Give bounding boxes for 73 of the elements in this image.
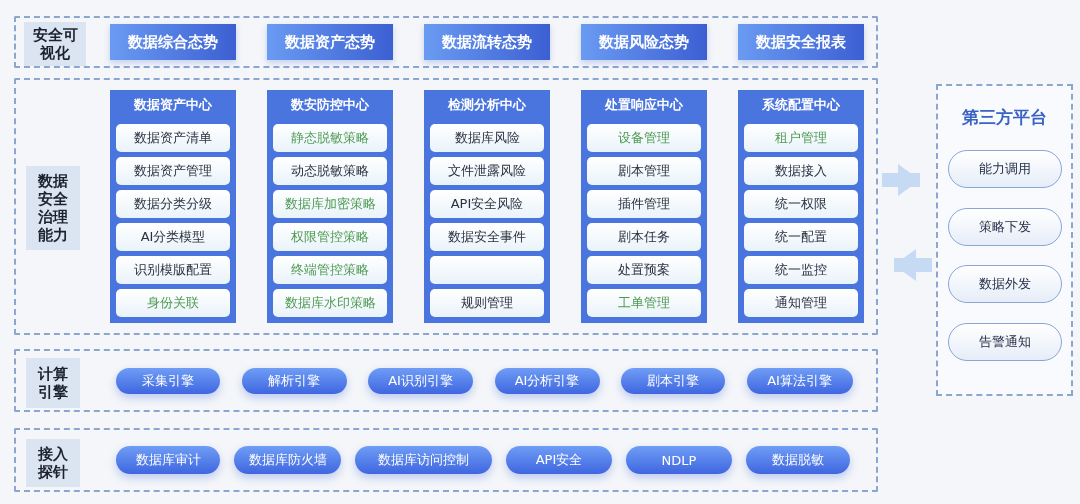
function-item: 处置预案 [587,256,701,284]
flow-arrow [894,249,932,281]
function-item: 数据库加密策略 [273,190,387,218]
capability-pill: 告警通知 [947,322,1062,361]
column-heading: 系统配置中心 [761,96,841,114]
function-item: 剧本任务 [587,223,701,251]
function-item: 数据资产清单 [116,124,230,152]
function-item: 终端管控策略 [273,256,387,284]
module-column [267,90,393,323]
layer-label: 接入探针 [26,439,80,487]
component-pill: AI分析引擎 [494,367,600,394]
function-item: 数据库风险 [430,124,544,152]
function-item: 数据库水印策略 [273,289,387,317]
flow-arrow [882,164,920,196]
component-pill: 解析引擎 [241,367,347,394]
function-item: 数据资产管理 [116,157,230,185]
layer-panel [14,428,878,492]
module-banner: 数据流转态势 [424,24,550,60]
column-heading: 数据资产中心 [133,96,213,114]
module-column [110,90,236,323]
function-item: 数据分类分级 [116,190,230,218]
function-item: AI分类模型 [116,223,230,251]
function-item: 租户管理 [744,124,858,152]
component-pill: 数据脱敏 [746,446,850,474]
layer-label: 数据安全治理能力 [26,166,80,250]
capability-pill: 数据外发 [947,265,1062,303]
component-pill: 采集引擎 [116,367,220,394]
function-item: 静态脱敏策略 [273,124,387,152]
module-banner: 数据综合态势 [110,24,236,60]
function-item: 识别模版配置 [116,256,230,284]
function-item: API安全风险 [430,190,544,218]
function-item: 统一配置 [744,223,858,251]
component-pill: AI算法引擎 [746,367,853,394]
module-column [424,90,550,323]
function-item: 文件泄露风险 [430,157,544,185]
function-item: 权限管控策略 [273,223,387,251]
component-pill: NDLP [626,446,732,474]
module-column [738,90,864,323]
layer-label: 安全可视化 [24,22,86,66]
function-item: 统一权限 [744,190,858,218]
function-item: 通知管理 [744,289,858,317]
column-heading: 处置响应中心 [604,96,684,114]
component-pill: API安全 [506,446,612,474]
blank-item [430,256,544,284]
function-item: 设备管理 [587,124,701,152]
function-item: 动态脱敏策略 [273,157,387,185]
layer-label: 计算引擎 [26,358,80,408]
function-item: 数据安全事件 [430,223,544,251]
layer-panel [14,349,878,412]
column-heading: 检测分析中心 [446,96,527,114]
module-column [581,90,707,323]
layer-panel [14,16,878,68]
function-item: 数据接入 [744,157,858,185]
component-pill: AI识别引擎 [368,367,473,394]
function-item: 规则管理 [430,289,544,317]
function-item: 身份关联 [116,289,230,317]
module-banner: 数据资产态势 [267,24,393,60]
module-banner: 数据风险态势 [581,24,707,60]
component-pill: 剧本引擎 [621,367,725,394]
function-item: 工单管理 [587,289,701,317]
function-item: 统一监控 [744,256,858,284]
function-item: 剧本管理 [587,157,701,185]
platform-panel [936,84,1073,396]
capability-pill: 策略下发 [947,207,1062,246]
column-heading: 数安防控中心 [290,96,370,114]
platform-heading: 第三方平台 [961,106,1048,129]
module-banner: 数据安全报表 [738,24,864,60]
component-pill: 数据库防火墙 [234,446,341,474]
function-item: 插件管理 [587,190,701,218]
layer-panel [14,78,878,335]
component-pill: 数据库访问控制 [355,446,492,474]
component-pill: 数据库审计 [116,446,220,474]
capability-pill: 能力调用 [947,150,1062,188]
